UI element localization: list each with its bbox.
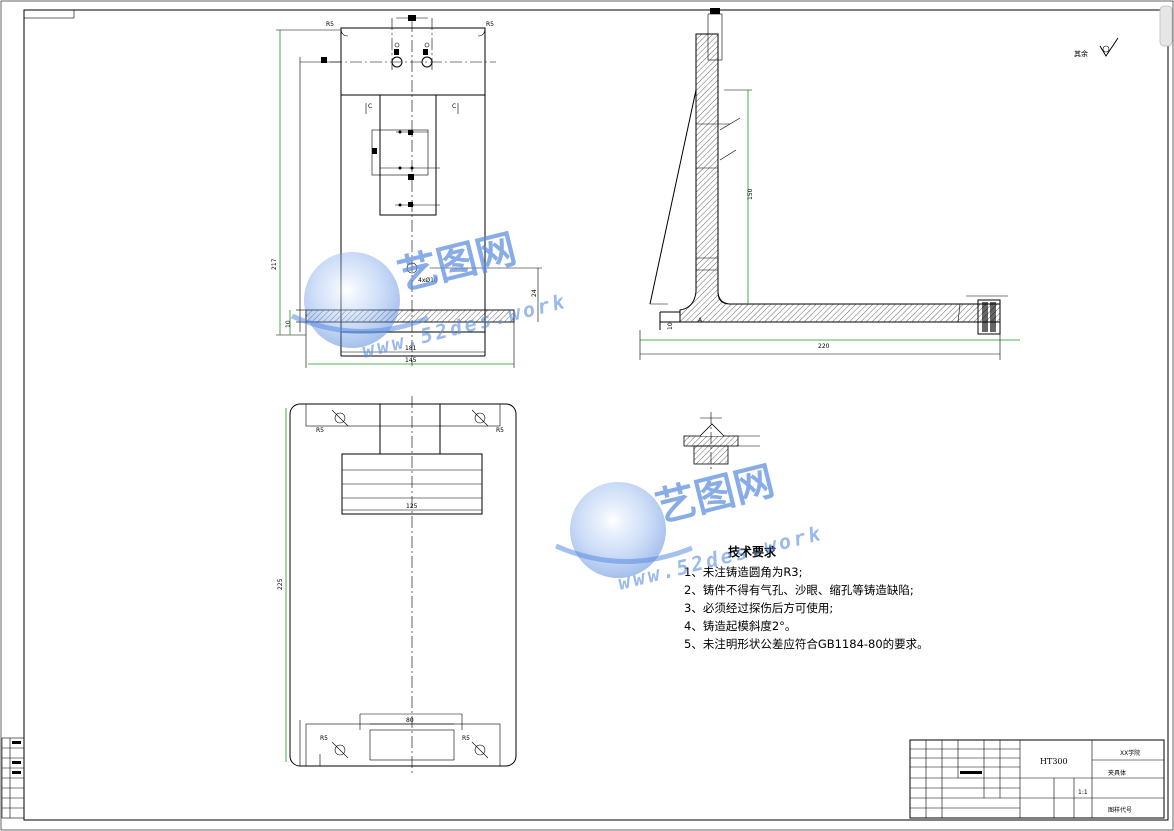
title-block-drawing-code: 图样代号 xyxy=(1108,806,1132,814)
title-block-material: HT300 xyxy=(1040,757,1068,766)
front-dim-r5-left: R5 xyxy=(326,21,334,28)
title-block-school: XX学院 xyxy=(1120,749,1140,757)
tech-item-3: 3、必须经过探伤后方可使用; xyxy=(684,601,833,615)
top-dim-r5-tr: R5 xyxy=(496,427,504,434)
front-dim-holes: 4xØ10 xyxy=(418,277,438,284)
title-block: HT300 XX学院 夹具体 1:1 图样代号 xyxy=(909,739,1165,819)
side-view: 150 10 220 A xyxy=(639,8,1020,360)
top-dim-width: 125 xyxy=(406,503,418,510)
section-mark-left: C xyxy=(368,103,372,110)
left-edge-table xyxy=(1,737,25,819)
surface-note-label: 其余 xyxy=(1074,49,1088,58)
top-dim-r5-tl: R5 xyxy=(316,427,324,434)
corner-code-box xyxy=(23,9,75,19)
detail-view xyxy=(683,412,760,470)
top-dim-r5-bl: R5 xyxy=(320,735,328,742)
tech-requirements: 技术要求 1、未注铸造圆角为R3; 2、铸件不得有气孔、沙眼、缩孔等铸造缺陷; … xyxy=(684,544,929,651)
top-dim-r5-br: R5 xyxy=(462,735,470,742)
front-dim-24: 24 xyxy=(531,289,538,297)
top-view: R5 R5 R5 R5 225 125 80 xyxy=(277,396,517,776)
front-dim-flange: 10 xyxy=(285,320,292,328)
section-mark-right: C xyxy=(452,103,456,110)
top-dim-slot: 80 xyxy=(406,717,414,724)
tech-item-1: 1、未注铸造圆角为R3; xyxy=(684,565,803,579)
front-dim-base-width: 145 xyxy=(405,357,417,364)
front-dim-r5-right: R5 xyxy=(486,21,494,28)
tech-item-4: 4、铸造起模斜度2°。 xyxy=(684,619,796,633)
surface-note: 其余 xyxy=(1074,37,1119,58)
front-dim-height: 217 xyxy=(271,258,278,270)
side-callout: A xyxy=(698,317,703,324)
tech-title: 技术要求 xyxy=(728,544,777,559)
inner-frame xyxy=(23,9,1169,821)
title-block-part-name: 夹具体 xyxy=(1108,769,1126,777)
watermark-brand-bottom: 艺图网 xyxy=(651,458,779,532)
watermark-brand-top: 艺图网 xyxy=(393,226,521,300)
tech-item-2: 2、铸件不得有气孔、沙眼、缩孔等铸造缺陷; xyxy=(684,583,914,597)
scrollbar-handle[interactable] xyxy=(1159,5,1173,47)
side-dim-thickness: 10 xyxy=(667,322,674,330)
watermark-top: 艺图网 www.52des.work xyxy=(290,226,570,363)
side-dim-length: 220 xyxy=(818,343,830,350)
top-dim-length: 225 xyxy=(277,578,284,590)
tech-item-5: 5、未注明形状公差应符合GB1184-80的要求。 xyxy=(684,637,929,651)
title-block-scale: 1:1 xyxy=(1078,789,1088,796)
side-dim-height: 150 xyxy=(747,188,754,200)
front-dim-body-width: 181 xyxy=(405,345,417,352)
